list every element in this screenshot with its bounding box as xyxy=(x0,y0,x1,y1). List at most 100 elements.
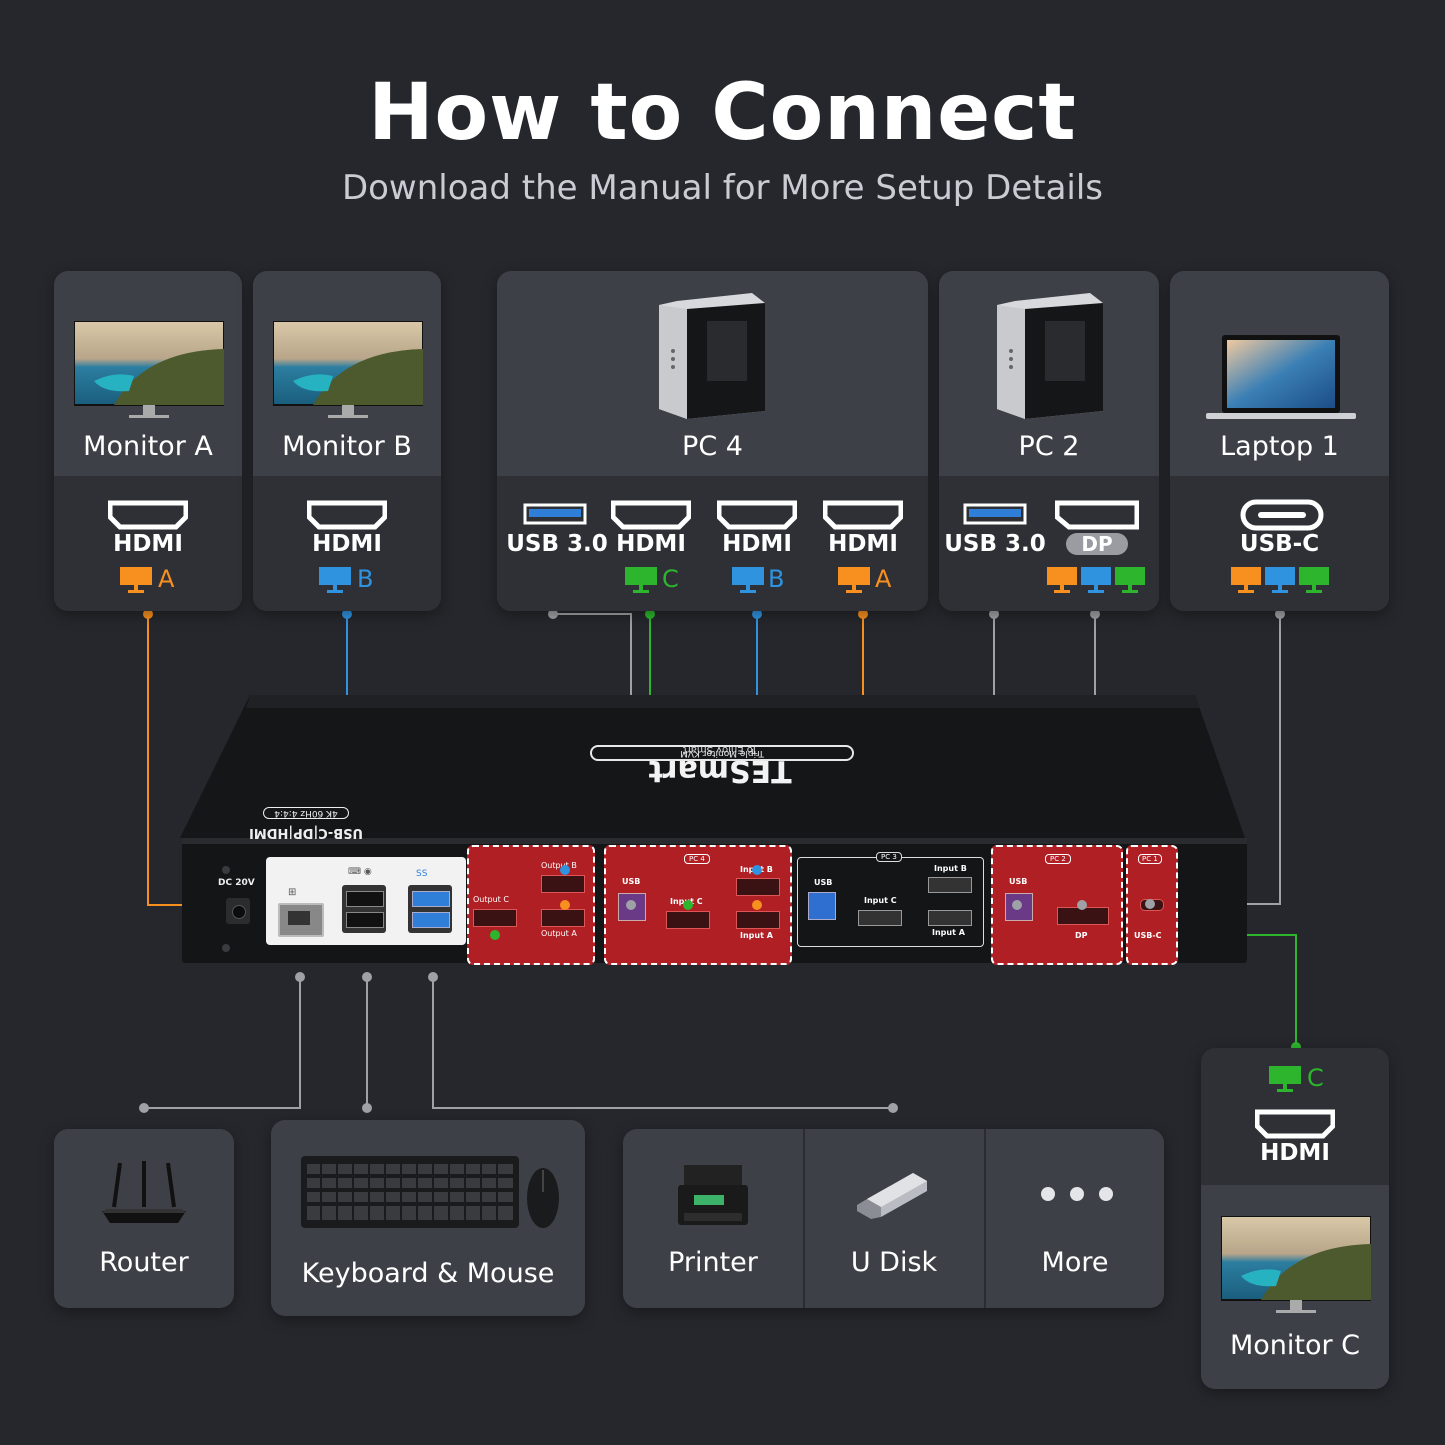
pc4-usb-label: USB xyxy=(622,877,641,886)
laptop1-card: Laptop 1 USB-C xyxy=(1170,271,1389,611)
pc2-label: PC 2 xyxy=(1018,431,1080,462)
monitor-c-letter: C xyxy=(1307,1064,1324,1092)
hdmi-port-icon xyxy=(611,500,691,530)
monitor-b-label: Monitor B xyxy=(282,431,412,462)
output-a-label: Output A xyxy=(541,929,577,938)
usb3-ports[interactable] xyxy=(408,885,452,933)
pc3-tag: PC 3 xyxy=(876,852,902,862)
hdmi-port-icon xyxy=(823,500,903,530)
hdmi-port-icon xyxy=(717,500,797,530)
screw-left-bottom xyxy=(222,944,230,952)
pc4-card: PC 4 USB 3.0 HDMI HDMI HDMI C B A xyxy=(497,271,928,611)
laptop-icon xyxy=(1206,335,1356,419)
line-usb-hub xyxy=(432,977,893,1109)
pc4-port-section: PC 4 USB Input B Input C Input A xyxy=(604,845,792,965)
ethernet-icon: ⊞ xyxy=(288,887,297,898)
hdmi-port-icon xyxy=(1255,1109,1335,1139)
pc3-input-a-port[interactable] xyxy=(928,910,972,926)
pc3-port-section: PC 3 USB Input B Input C Input A xyxy=(797,852,984,947)
monitor-icon xyxy=(1221,1216,1371,1313)
pc2-card: PC 2 USB 3.0 DP xyxy=(939,271,1159,611)
usb-hub-panel: ⊞ SS ⌨ ◉ xyxy=(266,857,466,945)
pc4-input-c-label: Input C xyxy=(670,897,703,906)
screw-left-top xyxy=(222,866,230,874)
kvm-model-label: USB-C|DP|HDMI 4K 60Hz 4:4:4 xyxy=(205,807,407,840)
monitor-c-port-label: HDMI xyxy=(1260,1140,1330,1166)
output-a-port[interactable] xyxy=(541,909,585,927)
pc-tower-icon xyxy=(997,293,1103,419)
monitor-a-label: Monitor A xyxy=(83,431,213,462)
kvm-spec-text: 4K 60Hz 4:4:4 xyxy=(263,807,349,819)
hdmi-port-icon xyxy=(108,500,188,530)
monitor-a-letter: A xyxy=(158,565,175,593)
pc4-input-a-label: Input A xyxy=(740,931,773,940)
pc4-usb-port[interactable] xyxy=(618,893,646,921)
printer-label: Printer xyxy=(668,1247,758,1278)
pc4-letter-b: B xyxy=(768,565,785,593)
pc3-usb-port[interactable] xyxy=(808,892,836,920)
output-c-port[interactable] xyxy=(473,909,517,927)
kvm-product-pill: Triple Monitor KVM xyxy=(590,745,854,761)
pc1-tag: PC 1 xyxy=(1138,854,1162,864)
udisk-icon xyxy=(857,1173,927,1219)
keyboard-mouse-icon xyxy=(301,1156,559,1228)
monitor-b-letter: B xyxy=(357,565,374,593)
pc3-input-b-port[interactable] xyxy=(928,877,972,893)
usb3-port-icon xyxy=(963,503,1027,525)
monitor-icon xyxy=(74,321,224,418)
keyboard-mouse-card: Keyboard & Mouse xyxy=(271,1120,585,1316)
pc3-input-a-label: Input A xyxy=(932,928,965,937)
monitor-c-color-icon xyxy=(1269,1066,1301,1092)
ethernet-port[interactable] xyxy=(278,903,324,937)
pc2-dp-port[interactable] xyxy=(1057,907,1109,925)
monitor-icon xyxy=(273,321,423,418)
keyboard-mouse-label: Keyboard & Mouse xyxy=(301,1258,555,1289)
pc4-input-c-port[interactable] xyxy=(666,911,710,929)
pc4-letter-c: C xyxy=(662,565,679,593)
output-b-port[interactable] xyxy=(541,875,585,893)
pc2-dp-label: DP xyxy=(1066,533,1128,555)
laptop1-label: Laptop 1 xyxy=(1220,431,1339,462)
pc4-c-color-icon xyxy=(625,567,657,593)
pc3-input-c-port[interactable] xyxy=(858,910,902,926)
pc2-port-section: PC 2 USB DP xyxy=(991,845,1123,965)
laptop1-port-label: USB-C xyxy=(1239,531,1320,557)
router-icon xyxy=(102,1161,186,1223)
pc4-letter-a: A xyxy=(875,565,892,593)
hdmi-port-icon xyxy=(307,500,387,530)
pc3-usb-label: USB xyxy=(814,878,833,887)
pc4-b-color-icon xyxy=(732,567,764,593)
pc2-usb-port[interactable] xyxy=(1005,893,1033,921)
pc4-a-color-icon xyxy=(838,567,870,593)
pc3-input-c-label: Input C xyxy=(864,896,897,905)
pc4-tag: PC 4 xyxy=(684,854,710,864)
monitor-a-card: Monitor A HDMI A xyxy=(54,271,242,611)
pc1-usbc-port[interactable] xyxy=(1140,899,1164,911)
monitor-a-port-label: HDMI xyxy=(113,531,183,557)
output-b-label: Output B xyxy=(541,861,577,870)
more-icon xyxy=(1041,1187,1113,1201)
pc2-usb-label: USB xyxy=(1009,877,1028,886)
pc4-hdmi-b-label: HDMI xyxy=(722,531,792,557)
output-section: Output B Output C Output A xyxy=(467,845,595,965)
pc-tower-icon xyxy=(659,293,765,419)
usb3-label: SS xyxy=(416,869,428,879)
pc4-input-b-port[interactable] xyxy=(736,878,780,896)
pc3-input-b-label: Input B xyxy=(934,864,967,873)
monitor-a-color-icon xyxy=(120,567,152,593)
router-label: Router xyxy=(99,1247,189,1278)
power-jack xyxy=(226,898,250,924)
printer-icon xyxy=(678,1165,748,1225)
usbc-port-icon xyxy=(1240,499,1324,531)
more-label: More xyxy=(1041,1247,1109,1278)
pc2-tag: PC 2 xyxy=(1045,854,1071,864)
pc2-abc-color-icons xyxy=(1047,567,1145,593)
page-subtitle: Download the Manual for More Setup Detai… xyxy=(341,168,1104,208)
pc4-input-a-port[interactable] xyxy=(736,911,780,929)
monitor-c-card: C HDMI Monitor C xyxy=(1201,1048,1389,1389)
usb2-ports[interactable] xyxy=(342,885,386,933)
pc4-hdmi-c-label: HDMI xyxy=(616,531,686,557)
monitor-b-card: Monitor B HDMI B xyxy=(253,271,441,611)
pc4-input-b-label: Input B xyxy=(740,865,773,874)
dp-port-icon xyxy=(1055,500,1139,530)
